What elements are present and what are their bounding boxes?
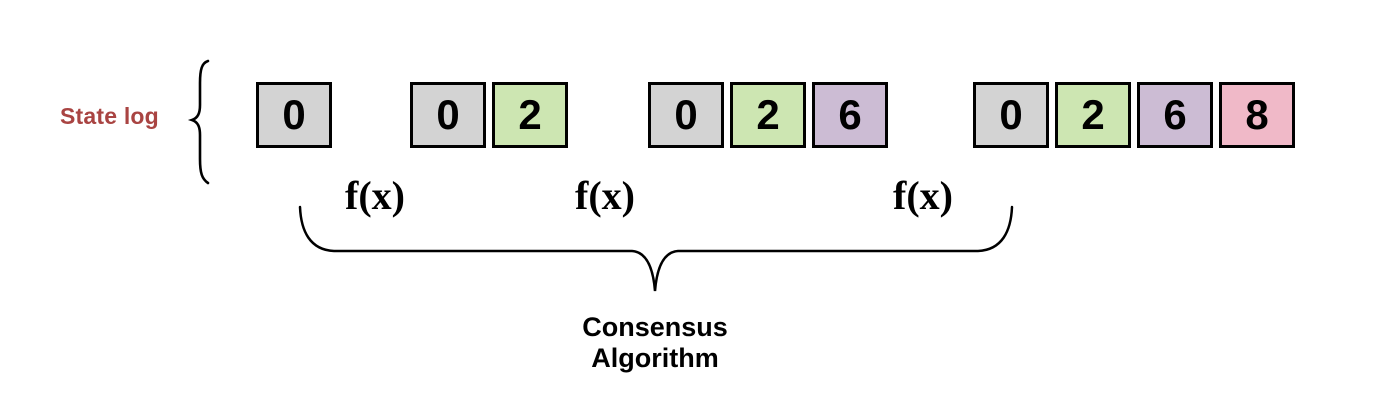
curly-brace-left-icon bbox=[187, 59, 210, 185]
log-entry: 2 bbox=[1055, 82, 1131, 148]
log-entry: 0 bbox=[648, 82, 724, 148]
function-label-2: f(x) bbox=[575, 173, 635, 218]
consensus-algorithm-label: Consensus Algorithm bbox=[505, 312, 805, 374]
log-entry: 0 bbox=[256, 82, 332, 148]
function-label-1: f(x) bbox=[345, 173, 405, 218]
log-group-2: 0 2 bbox=[410, 82, 568, 148]
log-entry: 6 bbox=[1137, 82, 1213, 148]
state-log-label: State log bbox=[60, 103, 159, 129]
log-entry: 2 bbox=[730, 82, 806, 148]
curly-brace-down-icon bbox=[298, 205, 1014, 292]
consensus-label-line2: Algorithm bbox=[591, 343, 719, 373]
log-entry: 8 bbox=[1219, 82, 1295, 148]
log-entry: 2 bbox=[492, 82, 568, 148]
consensus-label-line1: Consensus bbox=[582, 312, 728, 342]
log-group-4: 0 2 6 8 bbox=[973, 82, 1295, 148]
log-entry: 0 bbox=[973, 82, 1049, 148]
log-entry: 0 bbox=[410, 82, 486, 148]
log-entry: 6 bbox=[812, 82, 888, 148]
log-group-3: 0 2 6 bbox=[648, 82, 888, 148]
function-label-3: f(x) bbox=[893, 173, 953, 218]
log-group-1: 0 bbox=[256, 82, 332, 148]
